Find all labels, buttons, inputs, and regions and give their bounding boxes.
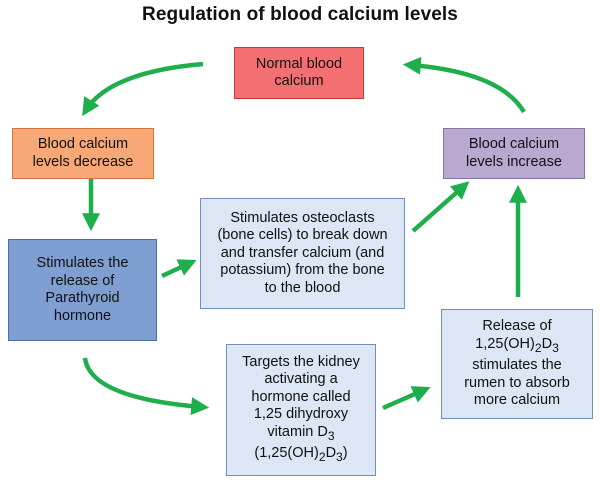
release-box-line-3: stimulates the <box>472 357 562 374</box>
arrow-pth-to-osteoclasts <box>161 259 197 279</box>
release-formula-part-1: 1,25(OH) <box>475 335 535 352</box>
normal-box-line-2: calcium <box>274 73 324 89</box>
release-box-line-1: Release of <box>482 318 552 335</box>
kidney-box: Targets the kidney activating a hormone … <box>226 344 376 476</box>
release-box-line-5: more calcium <box>473 392 561 409</box>
pth-box-line-3: Parathyroid <box>45 290 120 306</box>
kidney-formula-part-3: ) <box>342 445 348 461</box>
arrow-increase-to-normal <box>402 56 526 114</box>
release-formula-sub-2: 3 <box>552 340 559 355</box>
decrease-box-line-2: levels decrease <box>32 153 134 170</box>
kidney-box-line-4: 1,25 dihydroxy <box>253 406 349 423</box>
arrow-normal-to-decrease <box>82 61 204 117</box>
osteoclasts-box-line-1: Stimulates osteoclasts <box>230 209 375 226</box>
arrow-pth-to-kidney <box>82 357 210 416</box>
osteoclasts-box-line-3: and transfer calcium (and <box>220 244 385 261</box>
kidney-formula-sub-2: 3 <box>336 449 343 464</box>
kidney-formula-sub-1: 2 <box>318 449 326 464</box>
increase-box-line-1: Blood calcium <box>468 136 560 152</box>
kidney-formula-part-2: D <box>325 445 337 461</box>
osteoclasts-box-line-4: potassium) from the bone <box>220 262 385 279</box>
arrow-kidney-to-release <box>382 386 431 411</box>
increase-box-line-2: levels increase <box>466 153 562 170</box>
release-box-line-4: rumen to absorb <box>464 374 570 391</box>
kidney-box-line-1: Targets the kidney <box>242 353 360 370</box>
kidney-vitamin-subscript: 3 <box>327 428 335 443</box>
decrease-box-line-1: Blood calcium <box>37 136 129 152</box>
kidney-box-line-6: (1,25(OH)2D3) <box>242 445 360 466</box>
release-box-line-2: 1,25(OH)2D3 <box>464 336 570 357</box>
kidney-box-line-5: vitamin D3 <box>242 424 360 445</box>
release-formula-part-2: D <box>541 335 553 352</box>
kidney-vitamin-text: vitamin D <box>267 423 328 440</box>
diagram-title: Regulation of blood calcium levels <box>142 4 458 25</box>
release-box: Release of 1,25(OH)2D3 stimulates the ru… <box>441 309 593 419</box>
pth-box-line-4: hormone <box>53 307 112 324</box>
calcium-increase-box: Blood calcium levels increase <box>443 128 585 179</box>
arrow-osteoclasts-to-increase <box>411 181 470 233</box>
kidney-box-line-3: hormone called <box>251 388 351 405</box>
release-formula-sub-1: 2 <box>534 340 542 355</box>
normal-blood-calcium-box: Normal blood calcium <box>234 47 364 99</box>
calcium-decrease-box: Blood calcium levels decrease <box>12 128 154 179</box>
osteoclasts-box-line-5: to the blood <box>264 279 341 296</box>
osteoclasts-box-line-2: (bone cells) to break down <box>217 227 388 244</box>
normal-box-line-1: Normal blood <box>255 55 343 72</box>
kidney-formula-part-1: (1,25(OH) <box>254 445 319 461</box>
pth-box-line-2: release of <box>50 272 115 289</box>
osteoclasts-box: Stimulates osteoclasts (bone cells) to b… <box>200 198 405 309</box>
pth-release-box: Stimulates the release of Parathyroid ho… <box>8 239 157 341</box>
pth-box-line-1: Stimulates the <box>36 255 129 271</box>
kidney-box-line-2: activating a <box>264 371 338 388</box>
